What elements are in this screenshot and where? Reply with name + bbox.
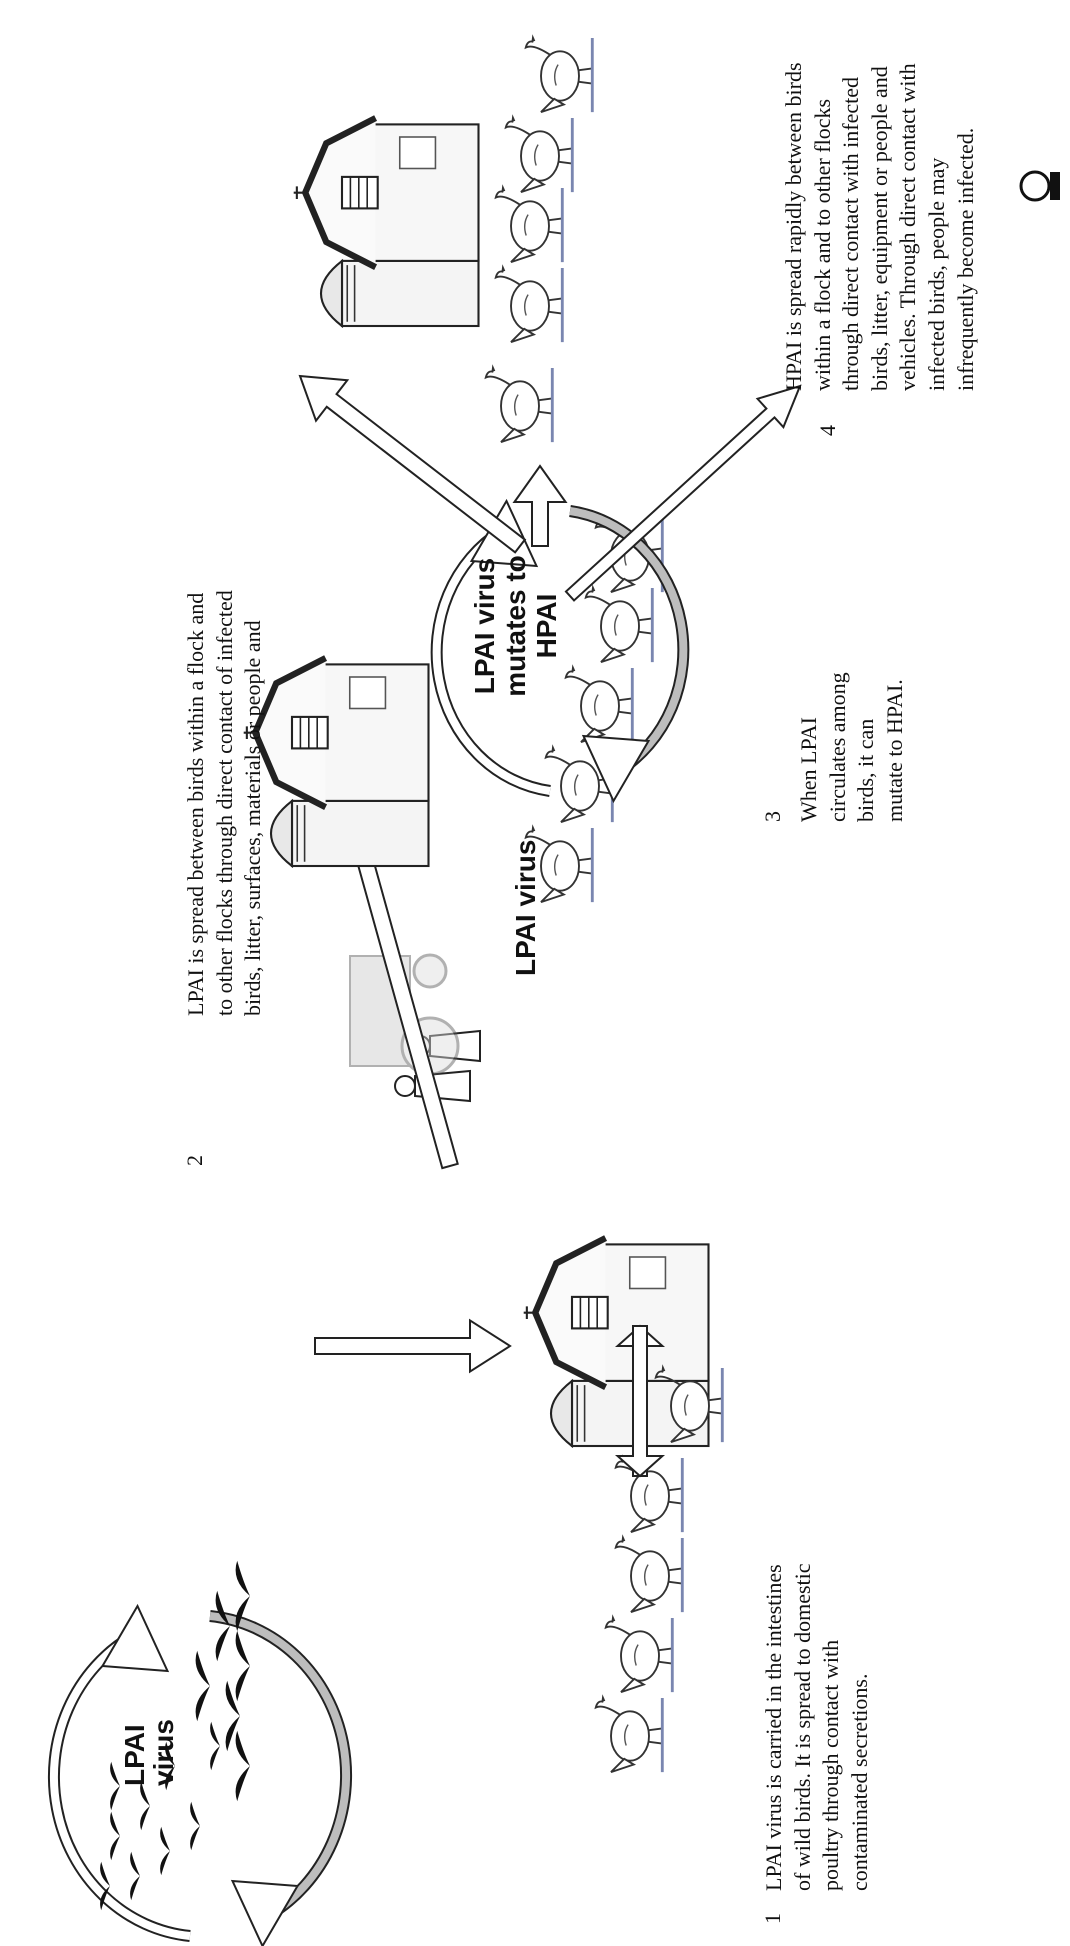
step-4-line: HPAI is spread rapidly between birds	[781, 62, 806, 391]
wild-bird-icon	[110, 1811, 120, 1861]
step-4-line: within a flock and to other flocks	[809, 98, 835, 391]
chicken-icon	[584, 582, 654, 664]
chicken-icon	[594, 1692, 664, 1774]
arrow-wild-to-poultry	[314, 1318, 512, 1374]
step-3-caption: When LPAI circulates among birds, it can…	[795, 622, 909, 822]
mutation-label: LPAI virus mutates to HPAI	[469, 526, 562, 726]
step-3-line: When LPAI	[796, 717, 821, 822]
chicken-icon	[484, 362, 554, 444]
chicken-icon	[494, 182, 564, 264]
arrow-to-chickens	[512, 464, 568, 547]
wild-bird-icon	[210, 1721, 220, 1771]
barn-icon	[244, 658, 429, 866]
step-1-line: poultry through contact with	[818, 1639, 844, 1891]
step-3-line: circulates among	[824, 672, 850, 822]
step-2-line: to other flocks through direct contact o…	[211, 590, 237, 1016]
wild-bird-icon	[140, 1781, 150, 1831]
step-4-line: infrequently become infected.	[952, 127, 978, 391]
chicken-icon	[564, 662, 634, 744]
wild-bird-icon	[235, 1730, 250, 1802]
arrow-to-caption-4	[564, 384, 802, 602]
chicken-icon	[604, 1612, 674, 1694]
step-1-line: of wild birds. It is spread to domestic	[789, 1563, 815, 1891]
step-1-caption: LPAI virus is carried in the intestines …	[760, 1411, 874, 1891]
step-2-caption: LPAI is spread between birds within a fl…	[182, 456, 268, 1016]
barn-icon	[294, 118, 479, 326]
transport-virus-label: LPAI virus	[510, 839, 541, 976]
step-4-line: through direct contact with infected	[838, 77, 864, 391]
step-3-line: mutate to HPAI.	[881, 679, 907, 822]
step-3-line: birds, it can	[853, 718, 879, 822]
step-4-number: 4	[815, 425, 840, 436]
step-4-line: birds, litter, equipment or people and	[866, 66, 892, 391]
step-1-line: contaminated secretions.	[846, 1673, 872, 1891]
chicken-icon	[524, 32, 594, 114]
step-2-line: birds, litter, surfaces, materials or pe…	[240, 620, 266, 1016]
chicken-icon	[614, 1532, 684, 1614]
arrow-bidirectional-left	[614, 1325, 666, 1478]
wild-bird-icon	[215, 1590, 230, 1662]
step-2-number: 2	[182, 1155, 207, 1166]
chicken-icon	[504, 112, 574, 194]
wild-virus-label-line: LPAI	[119, 1724, 150, 1786]
mutation-label-line: LPAI virus	[469, 557, 500, 695]
step-1-line: LPAI virus is carried in the intestines	[761, 1564, 786, 1891]
wild-bird-icon	[195, 1650, 210, 1722]
chicken-icon	[494, 262, 564, 344]
step-2-line: LPAI is spread between birds within a fl…	[183, 592, 208, 1016]
mutation-label-line: mutates to HPAI	[499, 555, 562, 697]
step-4-line: vehicles. Through direct contact with	[895, 63, 921, 391]
wild-virus-label-line: virus	[148, 1719, 180, 1786]
mutation-cycle-arrow	[430, 498, 690, 804]
step-4-line: infected birds, people may	[923, 157, 949, 391]
wild-bird-icon	[235, 1630, 250, 1702]
wild-virus-label: LPAI virus	[119, 1719, 180, 1786]
step-4-caption: HPAI is spread rapidly between birds wit…	[780, 0, 980, 391]
step-1-number: 1	[760, 1913, 785, 1924]
wild-bird-icon	[160, 1826, 170, 1876]
step-3-number: 3	[760, 811, 785, 822]
wild-bird-icon	[130, 1851, 140, 1901]
wild-bird-icon	[190, 1801, 200, 1851]
logo-icon	[1019, 170, 1060, 202]
arrow-to-barn-3	[298, 374, 527, 554]
wild-bird-cycle-arrow	[47, 1603, 353, 1946]
